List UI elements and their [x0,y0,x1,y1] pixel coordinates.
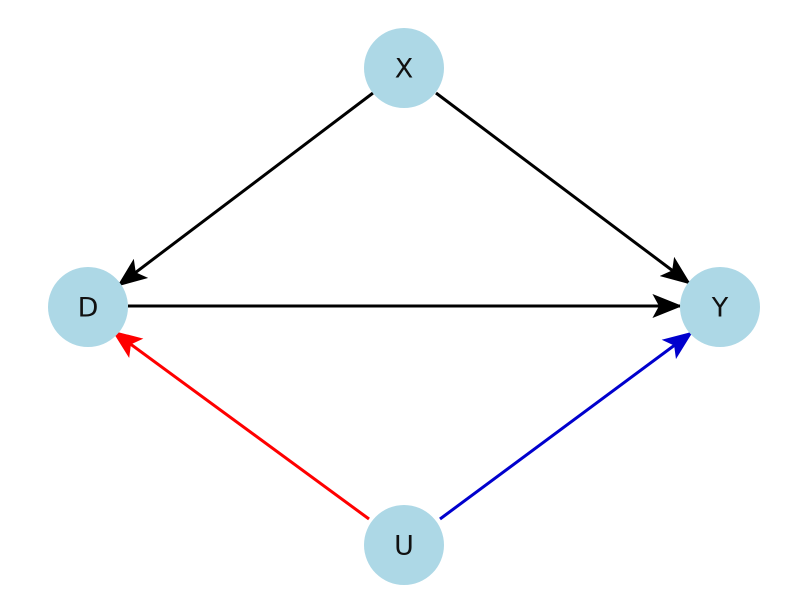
node-d-circle[interactable] [48,267,128,347]
node-y[interactable]: Y [680,267,760,347]
node-x-label: X [395,54,414,85]
edge-x-to-d [117,91,374,287]
node-u-label: U [394,531,414,562]
edge-u-to-d [112,330,370,521]
node-y-label: Y [711,293,729,324]
node-u-circle[interactable] [364,505,444,585]
node-x[interactable]: X [364,28,444,108]
node-u[interactable]: U [364,505,444,585]
edge-layer [112,91,693,521]
node-d[interactable]: D [48,267,128,347]
node-d-label: D [78,293,99,324]
node-layer: X D Y U [48,28,760,585]
edge-u-to-y [439,331,693,521]
node-y-circle[interactable] [680,267,760,347]
node-x-circle[interactable] [364,28,444,108]
edge-x-to-y [435,91,691,285]
